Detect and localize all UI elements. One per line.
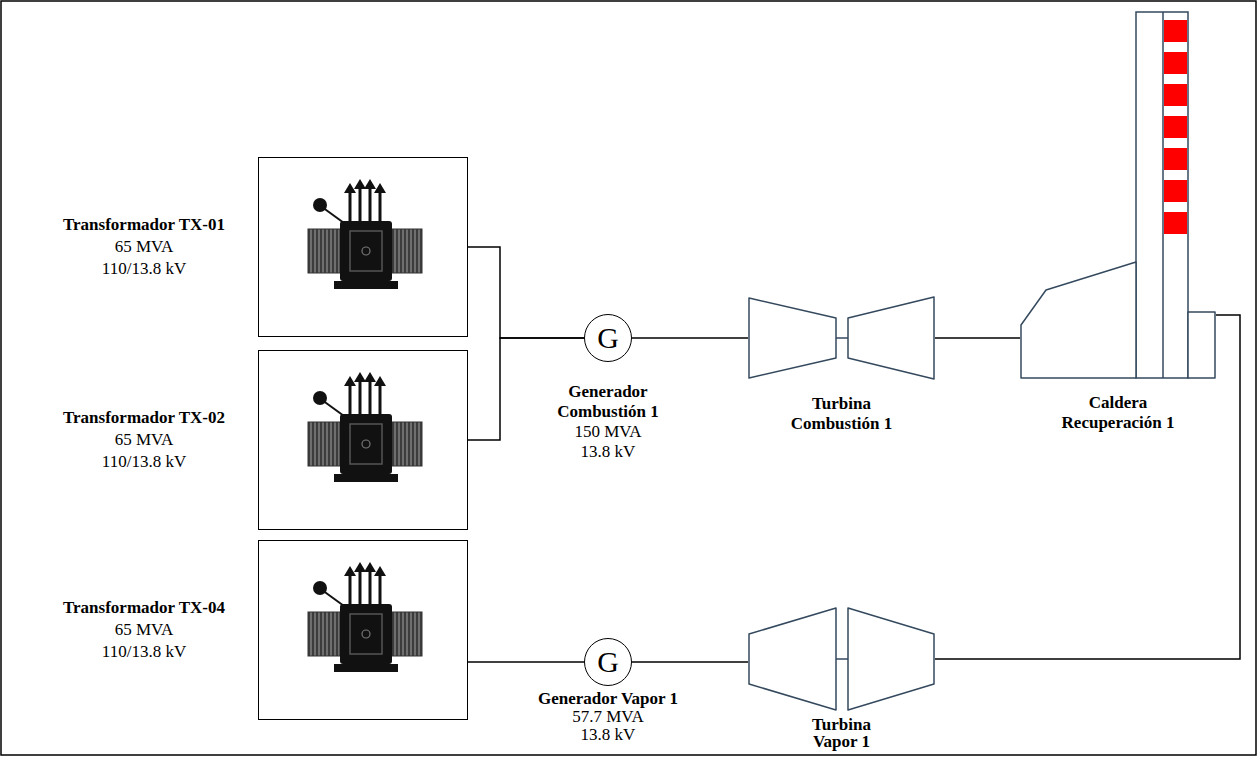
- label-column: Turbina Combustión 1: [782, 394, 902, 434]
- power-line: [468, 247, 584, 338]
- rating-text: 13.8 kV: [581, 442, 636, 462]
- equipment-label: Generador Vapor 157.7 MVA13.8 kV: [503, 690, 713, 744]
- power-line: [468, 338, 584, 440]
- power-line: [632, 661, 748, 663]
- equipment-name: Turbina Combustión 1: [782, 394, 902, 434]
- turbine-symbol-outline: [748, 606, 935, 712]
- boiler-node: Caldera Recuperación 1: [1020, 255, 1216, 433]
- equipment-name: Generador Combustión 1: [543, 382, 673, 422]
- rating-text: 110/13.8 kV: [102, 258, 186, 280]
- transformer-icon: [304, 561, 424, 683]
- turbine-symbol-outline: [748, 294, 935, 382]
- turbine-symbol: [748, 606, 935, 712]
- equipment-name: Generador Vapor 1: [538, 690, 678, 708]
- rating-text: 13.8 kV: [581, 726, 636, 744]
- rating-text: 65 MVA: [115, 429, 174, 451]
- label-column: Turbina Vapor 1: [802, 716, 882, 750]
- generator-letter: G: [597, 647, 619, 677]
- transformer-icon: [304, 371, 424, 493]
- transformer-icon: [304, 178, 424, 300]
- boiler-symbol-outline: [1020, 255, 1216, 379]
- equipment-name: Caldera Recuperación 1: [1056, 393, 1181, 433]
- transformer-box: Transformador TX-0165 MVA110/13.8 kV: [30, 157, 468, 337]
- generator-symbol: G: [584, 314, 632, 362]
- power-line: [468, 661, 584, 663]
- turbine-node: Turbina Combustión 1: [748, 294, 935, 434]
- generator-letter-box: G: [585, 315, 631, 361]
- transformer-label: Transformador TX-0465 MVA110/13.8 kV: [30, 540, 258, 720]
- transformer-frame: [258, 540, 468, 720]
- label-column: Caldera Recuperación 1: [1056, 393, 1181, 433]
- generator-symbol: G: [584, 638, 632, 686]
- turbine-node: Turbina Vapor 1: [748, 606, 935, 750]
- equipment-label: Turbina Combustión 1: [748, 394, 935, 434]
- equipment-name: Transformador TX-01: [63, 214, 225, 236]
- transformer-box: Transformador TX-0265 MVA110/13.8 kV: [30, 350, 468, 530]
- transformer-frame: [258, 350, 468, 530]
- rating-text: 65 MVA: [115, 619, 174, 641]
- label-column: Generador Vapor 157.7 MVA13.8 kV: [538, 690, 678, 744]
- chimney: [1136, 12, 1188, 378]
- equipment-label: Turbina Vapor 1: [748, 716, 935, 750]
- boiler-symbol: [1020, 255, 1216, 379]
- transformer-label: Transformador TX-0165 MVA110/13.8 kV: [30, 157, 258, 337]
- generator-node: G Generador Combustión 1150 MVA13.8 kV: [538, 314, 678, 462]
- generator-node: G Generador Vapor 157.7 MVA13.8 kV: [503, 638, 713, 744]
- power-line: [632, 337, 748, 339]
- rating-text: 110/13.8 kV: [102, 641, 186, 663]
- turbine-symbol: [748, 294, 935, 382]
- equipment-name: Transformador TX-02: [63, 407, 225, 429]
- equipment-name: Turbina Vapor 1: [802, 716, 882, 750]
- transformer-box: Transformador TX-0465 MVA110/13.8 kV: [30, 540, 468, 720]
- rating-text: 110/13.8 kV: [102, 451, 186, 473]
- equipment-label: Caldera Recuperación 1: [1020, 393, 1216, 433]
- transformer-frame: [258, 157, 468, 337]
- generator-letter: G: [597, 323, 619, 353]
- rating-text: 150 MVA: [574, 422, 641, 442]
- generator-letter-box: G: [585, 639, 631, 685]
- label-column: Generador Combustión 1150 MVA13.8 kV: [543, 382, 673, 462]
- transformer-label: Transformador TX-0265 MVA110/13.8 kV: [30, 350, 258, 530]
- rating-text: 65 MVA: [115, 236, 174, 258]
- rating-text: 57.7 MVA: [572, 708, 643, 726]
- equipment-label: Generador Combustión 1150 MVA13.8 kV: [538, 382, 678, 462]
- power-line: [935, 337, 1020, 339]
- equipment-name: Transformador TX-04: [63, 597, 225, 619]
